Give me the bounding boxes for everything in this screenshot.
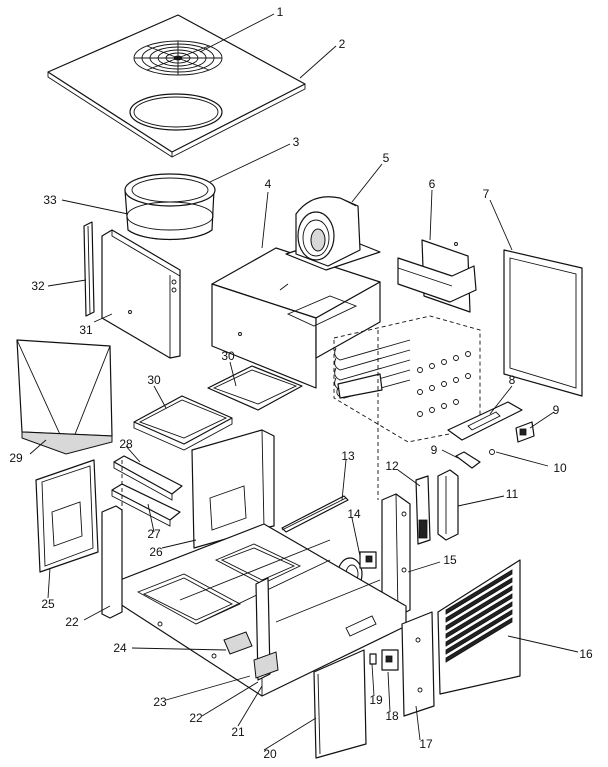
- callout-20: 20: [263, 747, 277, 761]
- callout-13: 13: [341, 449, 355, 463]
- base-pan: [101, 330, 407, 697]
- support-rod: [281, 495, 349, 533]
- louvers: [445, 569, 513, 663]
- louvered-side-panel: [437, 559, 521, 695]
- callout-21: 21: [231, 725, 245, 739]
- callout-30-upper: 30: [221, 349, 235, 363]
- callout-15: 15: [443, 553, 457, 567]
- corner-post: [381, 493, 411, 617]
- top-panel: [47, 14, 306, 158]
- orifice-ring: [124, 173, 216, 241]
- blower-wheel: [285, 196, 381, 271]
- front-access-panel: [313, 649, 367, 759]
- callout-25: 25: [41, 597, 55, 611]
- callout-16: 16: [579, 647, 593, 661]
- filter-upper: [207, 365, 303, 411]
- callout-17: 17: [419, 737, 433, 751]
- callout-labels: 1 2 3 4 5 6 7 8 9 9 10 11 12 13 14 15 16…: [9, 5, 593, 761]
- callout-8: 8: [509, 373, 516, 387]
- callout-26: 26: [149, 545, 163, 559]
- callout-33: 33: [43, 193, 57, 207]
- callout-24: 24: [113, 641, 127, 655]
- leader-lines: [29, 13, 579, 751]
- cover-plate: [447, 401, 523, 441]
- callout-1: 1: [277, 5, 284, 19]
- callout-6: 6: [429, 177, 436, 191]
- callout-9-lower: 9: [431, 443, 438, 457]
- callout-11: 11: [506, 487, 519, 501]
- side-panel: [101, 229, 181, 359]
- callout-29: 29: [9, 451, 23, 465]
- callout-28: 28: [119, 437, 133, 451]
- callout-30-left: 30: [147, 373, 161, 387]
- callout-10: 10: [553, 461, 567, 475]
- callout-3: 3: [293, 135, 300, 149]
- callout-9-upper: 9: [553, 403, 560, 417]
- bracket: [397, 239, 477, 313]
- callout-27: 27: [147, 527, 161, 541]
- filter-door-panel: [35, 459, 99, 573]
- control-module: [415, 475, 431, 545]
- callout-22-bottom: 22: [189, 711, 203, 725]
- small-bracket-upper: [515, 421, 535, 443]
- screw: [489, 449, 495, 455]
- burner-holes: [417, 351, 471, 417]
- side-strip: [83, 221, 95, 317]
- small-bracket-lower: [455, 451, 481, 469]
- callout-23: 23: [153, 695, 167, 709]
- divider-panel: [191, 429, 275, 549]
- rail-bracket-lower: [111, 483, 181, 527]
- right-side-panel: [503, 249, 583, 397]
- rail-bracket-upper: [113, 455, 183, 501]
- callout-18: 18: [385, 709, 399, 723]
- braced-panel: [16, 339, 113, 455]
- filter-lower: [133, 395, 233, 451]
- callout-32: 32: [31, 279, 45, 293]
- fan-grille: [133, 40, 223, 76]
- heat-exchanger: [333, 315, 481, 443]
- callout-12: 12: [385, 459, 399, 473]
- callout-7: 7: [483, 187, 490, 201]
- callout-2: 2: [339, 37, 346, 51]
- callout-22-left: 22: [65, 615, 79, 629]
- callout-4: 4: [265, 177, 272, 191]
- access-cover: [437, 469, 459, 541]
- callout-19: 19: [369, 693, 383, 707]
- callout-5: 5: [383, 151, 390, 165]
- callout-31: 31: [79, 323, 93, 337]
- callout-14: 14: [347, 507, 361, 521]
- control-panel: [369, 611, 435, 717]
- blower-housing: [211, 247, 381, 389]
